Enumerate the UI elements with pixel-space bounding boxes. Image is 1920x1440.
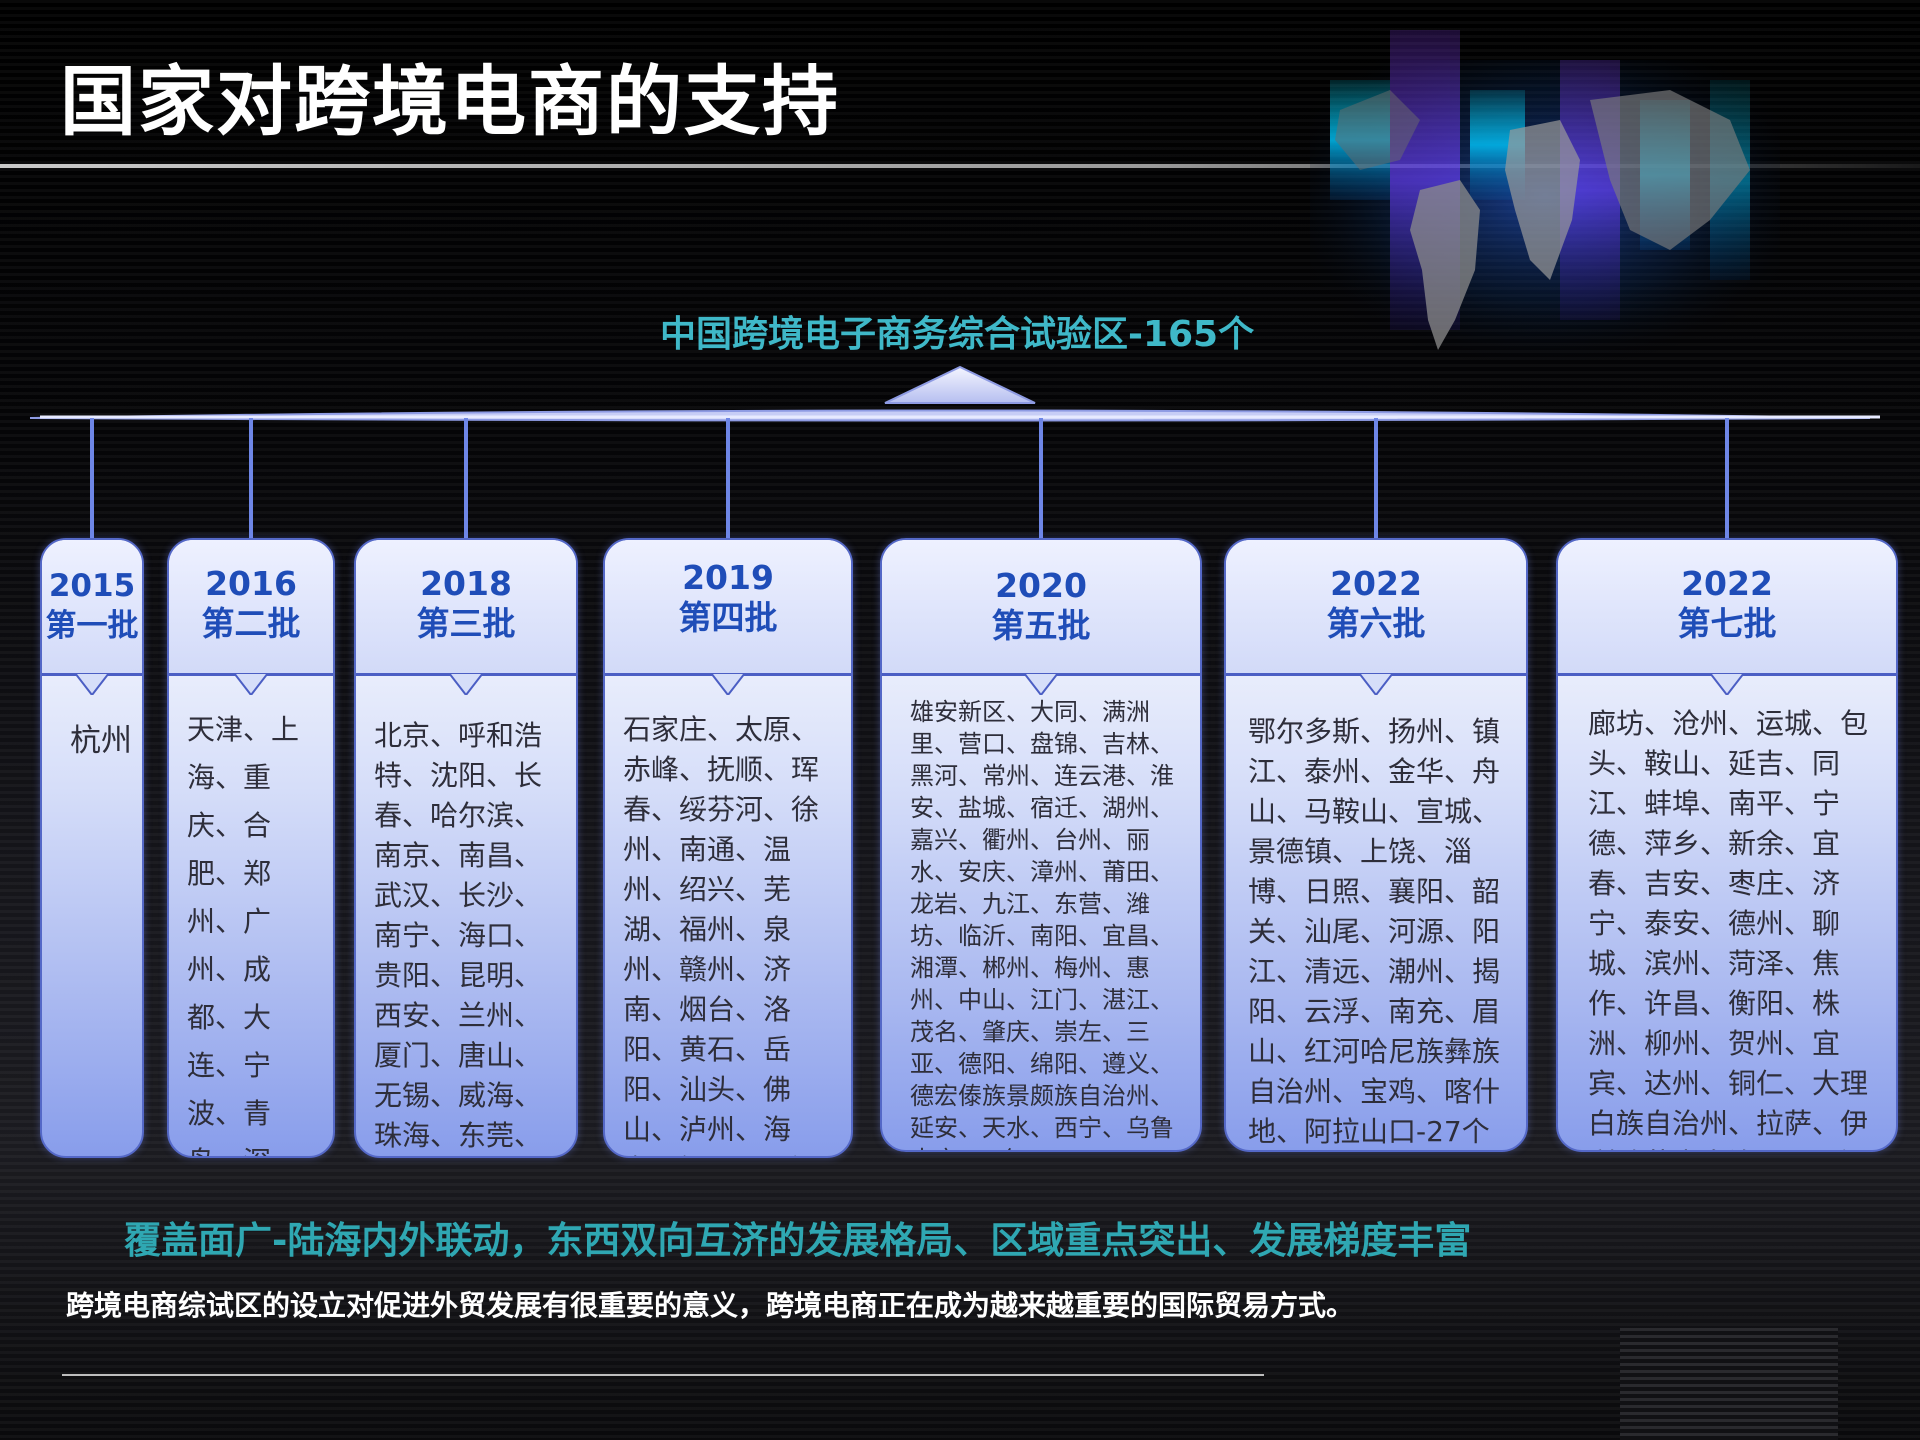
- batch-card-header: 2022 第七批: [1558, 540, 1896, 695]
- batch-cities: 天津、上海、重庆、合肥、郑州、广州、成都、大连、宁波、青岛、深圳、苏州-12个: [187, 713, 300, 1156]
- batch-card-3: 2018 第三批 北京、呼和浩特、沈阳、长春、哈尔滨、南京、南昌、武汉、长沙、南…: [354, 538, 578, 1158]
- batch-card-2: 2016 第二批 天津、上海、重庆、合肥、郑州、广州、成都、大连、宁波、青岛、深…: [167, 538, 335, 1158]
- batch-label: 第七批: [1677, 604, 1777, 643]
- pointer-notch: [75, 673, 109, 695]
- batch-card-1: 2015 第一批 杭州: [40, 538, 144, 1158]
- batch-card-header: 2015 第一批: [42, 540, 142, 695]
- connector-line: [726, 418, 730, 538]
- batch-year: 2019: [682, 558, 774, 597]
- batch-card-4: 2019 第四批 石家庄、太原、赤峰、抚顺、珲春、绥芬河、徐州、南通、温州、绍兴…: [603, 538, 853, 1158]
- batch-year: 2018: [420, 564, 512, 603]
- subtitle: 中国跨境电子商务综合试验区-165个: [660, 314, 1255, 355]
- batch-label: 第五批: [991, 606, 1091, 645]
- world-map-graphic: [1310, 30, 1780, 360]
- connector-line: [90, 418, 94, 538]
- batch-cities: 北京、呼和浩特、沈阳、长春、哈尔滨、南京、南昌、武汉、长沙、南宁、海口、贵阳、昆…: [374, 719, 543, 1152]
- batch-card-header: 2022 第六批: [1226, 540, 1526, 695]
- batch-year: 2016: [205, 564, 297, 603]
- timeline-bracket: [29, 365, 1880, 422]
- batch-cities: 鄂尔多斯、扬州、镇江、泰州、金华、舟山、马鞍山、宣城、景德镇、上饶、淄博、日照、…: [1248, 715, 1501, 1148]
- batch-year: 2022: [1330, 564, 1422, 603]
- batch-label: 第三批: [416, 604, 516, 643]
- batch-label: 第一批: [45, 608, 139, 644]
- batch-cities: 雄安新区、大同、满洲里、营口、盘锦、吉林、黑河、常州、连云港、淮安、盐城、宿迁、…: [910, 698, 1174, 1150]
- connector-line: [1039, 418, 1043, 538]
- decorative-corner-block: [1620, 1328, 1838, 1440]
- pointer-notch: [234, 673, 268, 695]
- page-title: 国家对跨境电商的支持: [60, 57, 840, 146]
- batch-card-5: 2020 第五批 雄安新区、大同、满洲里、营口、盘锦、吉林、黑河、常州、连云港、…: [880, 538, 1202, 1152]
- batch-label: 第四批: [678, 598, 778, 637]
- batch-card-header: 2020 第五批: [882, 540, 1200, 695]
- title-divider: [0, 164, 1920, 168]
- pointer-notch: [711, 673, 745, 695]
- batch-card-6: 2022 第六批 鄂尔多斯、扬州、镇江、泰州、金华、舟山、马鞍山、宣城、景德镇、…: [1224, 538, 1528, 1152]
- pointer-notch: [449, 673, 483, 695]
- batch-year: 2022: [1681, 564, 1773, 603]
- pointer-notch: [1024, 673, 1058, 695]
- batch-card-header: 2018 第三批: [356, 540, 576, 695]
- batch-card-header: 2016 第二批: [169, 540, 333, 695]
- batch-cities: 杭州: [70, 723, 132, 759]
- batch-card-header: 2019 第四批: [605, 540, 851, 695]
- coverage-tagline: 覆盖面广-陆海内外联动，东西双向互济的发展格局、区域重点突出、发展梯度丰富: [124, 1219, 1472, 1262]
- batch-card-7: 2022 第七批 廊坊、沧州、运城、包头、鞍山、延吉、同江、蚌埠、南平、宁德、萍…: [1556, 538, 1898, 1152]
- summary-note: 跨境电商综试区的设立对促进外贸发展有很重要的意义，跨境电商正在成为越来越重要的国…: [66, 1289, 1355, 1322]
- batch-label: 第六批: [1326, 604, 1426, 643]
- batch-year: 2015: [48, 568, 136, 604]
- connector-line: [1374, 418, 1378, 538]
- batch-cities: 石家庄、太原、赤峰、抚顺、珲春、绥芬河、徐州、南通、温州、绍兴、芜湖、福州、泉州…: [623, 713, 820, 1156]
- connector-line: [464, 418, 468, 538]
- pointer-notch: [1359, 673, 1393, 695]
- batch-year: 2020: [995, 566, 1087, 605]
- bottom-divider: [62, 1374, 1264, 1376]
- connector-line: [1725, 418, 1729, 538]
- batch-cities: 廊坊、沧州、运城、包头、鞍山、延吉、同江、蚌埠、南平、宁德、萍乡、新余、宜春、吉…: [1588, 707, 1869, 1150]
- batch-label: 第二批: [201, 604, 301, 643]
- pointer-notch: [1710, 673, 1744, 695]
- connector-line: [249, 418, 253, 538]
